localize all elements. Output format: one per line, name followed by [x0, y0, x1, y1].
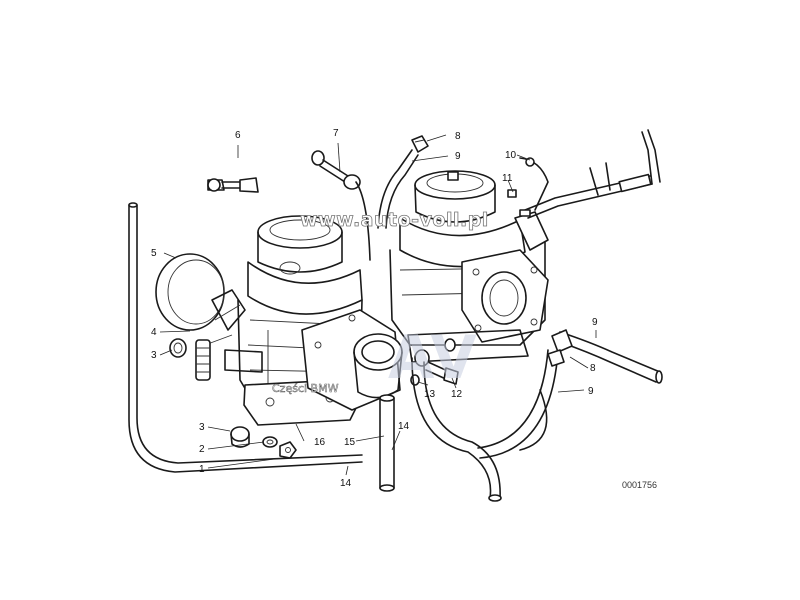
banjo-bolt — [207, 177, 259, 193]
vent-hose-top — [377, 149, 419, 229]
callout-15: 15 — [344, 437, 356, 448]
hose-middle-vertical — [379, 394, 395, 492]
callout-11: 11 — [502, 173, 513, 184]
callout-6: 6 — [235, 130, 241, 141]
small-parts — [169, 338, 297, 459]
callout-3-upper: 3 — [151, 350, 157, 361]
callout-9-top: 9 — [455, 151, 461, 162]
callout-9-right-upper: 9 — [592, 317, 598, 328]
callout-3-lower: 3 — [199, 422, 205, 433]
intake-elbow — [301, 309, 403, 411]
leader-lines — [159, 134, 597, 476]
callout-labels: 1 2 3 3 4 5 6 7 8 8 9 9 9 10 11 12 13 14… — [151, 128, 598, 489]
watermark-url: www.auto-voll.pl — [300, 209, 489, 231]
callout-5: 5 — [151, 248, 157, 259]
callout-14-bottom: 14 — [340, 478, 352, 489]
carburetor-right — [389, 170, 549, 363]
callout-4: 4 — [151, 327, 157, 338]
callout-9-right-lower: 9 — [588, 386, 594, 397]
linkage-rod-top-right — [519, 129, 661, 219]
hose-right-upper — [547, 329, 663, 384]
watermark: www.auto-voll.pl Części BMW AV — [272, 209, 489, 396]
diagram-reference-code: 0001756 — [622, 480, 657, 490]
callout-16: 16 — [314, 437, 326, 448]
clip-top — [411, 135, 429, 153]
callout-10: 10 — [505, 150, 517, 161]
watermark-logo: AV — [388, 323, 477, 393]
bolt-washers — [410, 338, 459, 386]
callout-7: 7 — [333, 128, 339, 139]
callout-8-right: 8 — [590, 363, 596, 374]
banjo-fitting — [311, 150, 371, 261]
callout-2: 2 — [199, 444, 205, 455]
callout-1: 1 — [199, 464, 205, 475]
watermark-sub: Części BMW — [272, 382, 339, 395]
callout-8-top: 8 — [455, 131, 461, 142]
hose-right-lower — [477, 349, 559, 459]
callout-14-middle: 14 — [398, 421, 410, 432]
callout-13: 13 — [424, 389, 436, 400]
nipple-small — [507, 189, 531, 217]
hose-lower-curve — [411, 357, 502, 502]
callout-12: 12 — [451, 389, 463, 400]
hose-left-long — [128, 202, 363, 473]
clamp-rings — [155, 253, 225, 331]
